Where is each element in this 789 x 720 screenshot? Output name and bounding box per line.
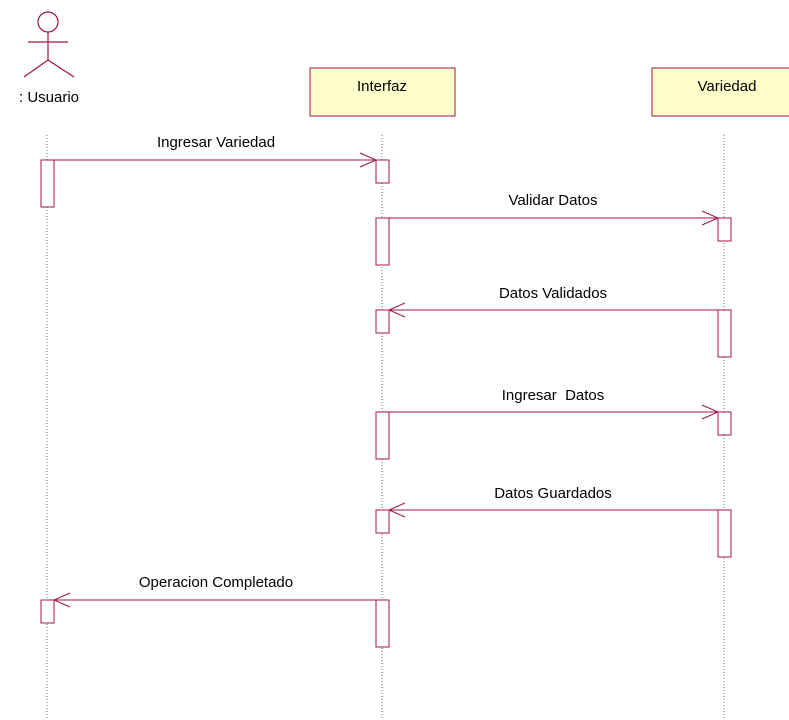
message-ingresar-datos: Ingresar Datos — [389, 387, 720, 420]
message-label: Operacion Completado — [139, 574, 293, 591]
object-interfaz: Interfaz — [309, 67, 456, 117]
arrow-head-icon — [701, 404, 720, 420]
object-label-interfaz: Interfaz — [357, 78, 407, 95]
arrow-head-icon — [359, 152, 378, 168]
activation-interfaz-1 — [375, 159, 390, 184]
activation-variedad-3 — [717, 411, 732, 436]
object-box-variedad — [651, 67, 789, 117]
arrow-head-icon — [52, 592, 71, 608]
message-datos-validados: Datos Validados — [387, 285, 718, 318]
activation-interfaz-3 — [375, 309, 390, 334]
activation-usuario-1 — [40, 159, 55, 208]
object-box-interfaz — [309, 67, 456, 117]
actor-usuario: : Usuario — [19, 11, 79, 106]
activation-interfaz-2 — [375, 217, 390, 266]
object-variedad: Variedad — [651, 67, 789, 117]
message-operacion-completado: Operacion Completado — [52, 574, 376, 608]
activation-interfaz-4 — [375, 411, 390, 460]
message-label: Ingresar Variedad — [157, 134, 275, 151]
activation-usuario-2 — [40, 599, 55, 624]
actor-icon — [23, 11, 75, 78]
activation-interfaz-5 — [375, 509, 390, 534]
message-datos-guardados: Datos Guardados — [387, 485, 718, 518]
message-ingresar-variedad: Ingresar Variedad — [54, 134, 378, 168]
arrow-head-icon — [387, 502, 406, 518]
activation-interfaz-6 — [375, 599, 390, 648]
actor-label-usuario: : Usuario — [19, 89, 79, 106]
message-label: Datos Guardados — [494, 485, 612, 502]
object-label-variedad: Variedad — [698, 78, 757, 95]
arrow-head-icon — [387, 302, 406, 318]
activation-variedad-2 — [717, 309, 732, 358]
message-label: Ingresar Datos — [502, 387, 605, 404]
message-label: Validar Datos — [509, 192, 598, 209]
message-label: Datos Validados — [499, 285, 607, 302]
activation-variedad-1 — [717, 217, 732, 242]
arrow-head-icon — [701, 210, 720, 226]
message-validar-datos: Validar Datos — [389, 192, 720, 226]
activation-variedad-4 — [717, 509, 732, 558]
